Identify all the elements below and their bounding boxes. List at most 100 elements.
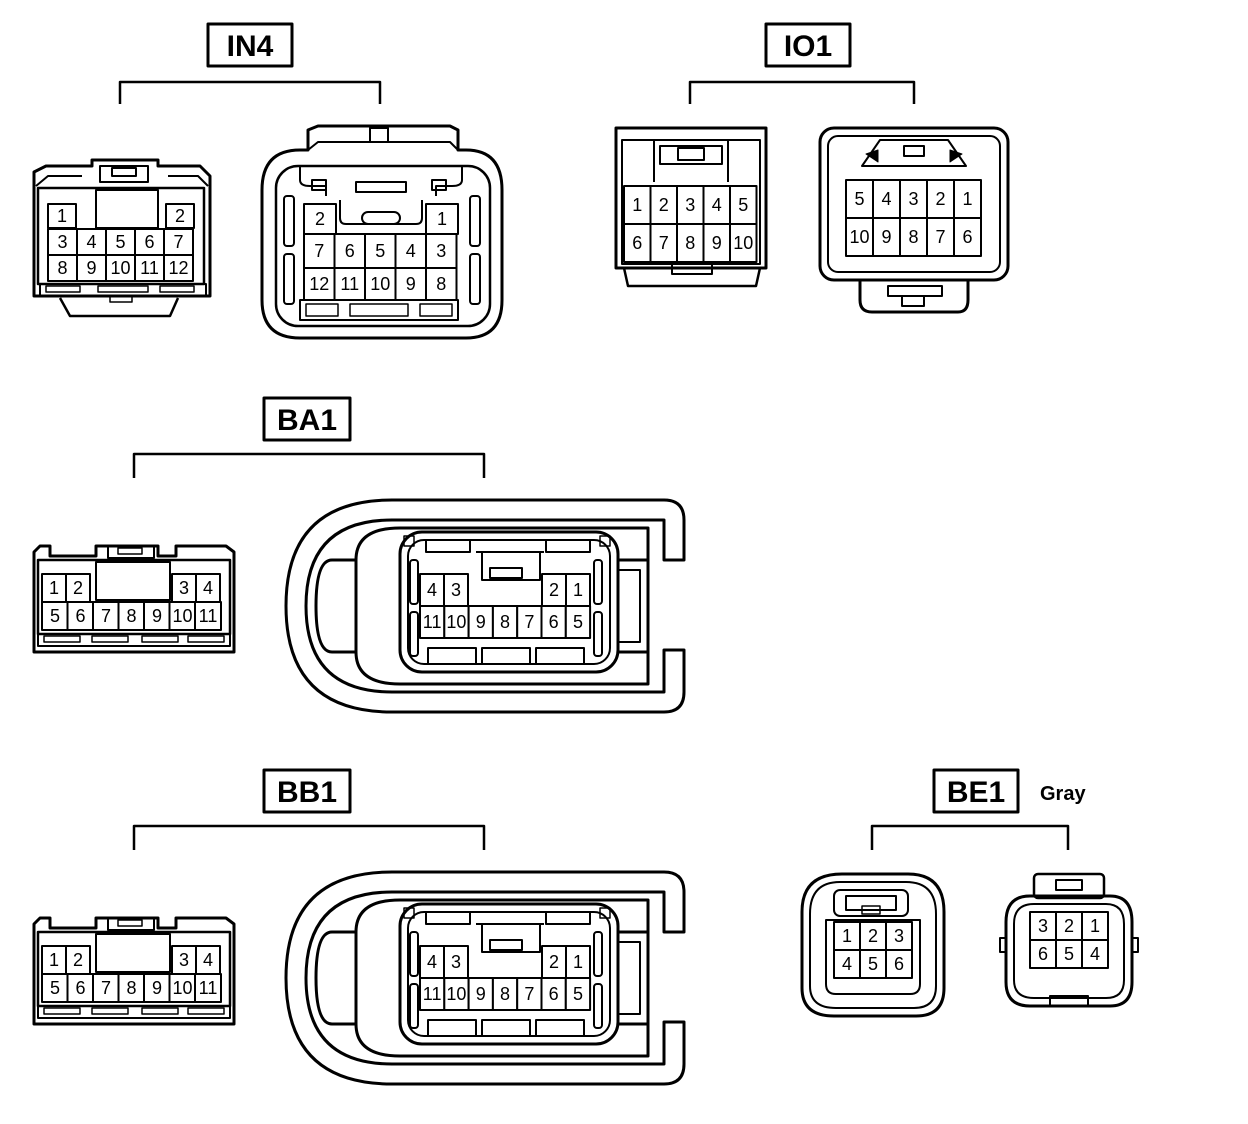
pin-cell bbox=[564, 977, 592, 1011]
in4-label: IN4 bbox=[227, 30, 274, 63]
pin-label-11: 11 bbox=[140, 258, 159, 278]
bb1-bracket bbox=[132, 824, 486, 850]
pin-cell bbox=[195, 573, 221, 603]
pin-label-4: 4 bbox=[86, 232, 96, 252]
pin-cell bbox=[649, 185, 678, 225]
pin-label-5: 5 bbox=[50, 606, 60, 626]
pin-label-1: 1 bbox=[962, 189, 972, 209]
pin-label-2: 2 bbox=[175, 206, 185, 226]
pin-label-5: 5 bbox=[50, 978, 60, 998]
pin-label-2: 2 bbox=[868, 926, 878, 946]
pin-label-7: 7 bbox=[101, 978, 111, 998]
pin-label-2: 2 bbox=[549, 580, 559, 600]
pin-label-5: 5 bbox=[1064, 944, 1074, 964]
pin-label-8: 8 bbox=[436, 274, 446, 294]
pin-label-10: 10 bbox=[733, 233, 753, 253]
pin-label-1: 1 bbox=[49, 578, 59, 598]
pin-label-2: 2 bbox=[549, 952, 559, 972]
pin-cell bbox=[105, 228, 136, 256]
pin-label-8: 8 bbox=[685, 233, 695, 253]
pin-cell bbox=[394, 267, 427, 301]
pin-label-7: 7 bbox=[173, 232, 183, 252]
pin-label-9: 9 bbox=[406, 274, 416, 294]
pin-label-6: 6 bbox=[75, 978, 85, 998]
pin-label-4: 4 bbox=[712, 195, 722, 215]
pin-label-3: 3 bbox=[685, 195, 695, 215]
pin-label-3: 3 bbox=[451, 580, 461, 600]
pin-label-3: 3 bbox=[451, 952, 461, 972]
pin-label-2: 2 bbox=[1064, 916, 1074, 936]
ba1-bracket bbox=[132, 452, 486, 478]
pin-cell bbox=[92, 973, 120, 1003]
pin-label-9: 9 bbox=[152, 606, 162, 626]
pin-cell bbox=[541, 945, 567, 979]
pin-label-7: 7 bbox=[935, 227, 945, 247]
io1-male-connector bbox=[818, 126, 1010, 314]
pin-cell bbox=[303, 203, 337, 235]
ba1-label: BA1 bbox=[277, 404, 337, 437]
pin-label-11: 11 bbox=[199, 978, 218, 998]
pin-cell bbox=[194, 601, 222, 631]
pin-label-4: 4 bbox=[1090, 944, 1100, 964]
pin-label-12: 12 bbox=[168, 258, 188, 278]
bb1-label-box bbox=[262, 768, 352, 814]
pin-label-1: 1 bbox=[632, 195, 642, 215]
pin-cell bbox=[885, 949, 913, 979]
pin-cell bbox=[885, 921, 913, 951]
pin-label-11: 11 bbox=[199, 606, 218, 626]
io1-female-connector bbox=[614, 126, 768, 288]
pin-cell bbox=[194, 973, 222, 1003]
pin-label-6: 6 bbox=[962, 227, 972, 247]
pin-cell bbox=[649, 223, 678, 263]
be1-male-connector bbox=[999, 872, 1139, 1008]
pin-cell bbox=[134, 228, 165, 256]
pin-label-3: 3 bbox=[179, 950, 189, 970]
pin-cell bbox=[163, 254, 194, 282]
pin-cell bbox=[168, 601, 197, 631]
pin-label-7: 7 bbox=[524, 612, 534, 632]
pin-cell bbox=[443, 945, 469, 979]
pin-label-10: 10 bbox=[172, 978, 192, 998]
pin-label-4: 4 bbox=[427, 952, 437, 972]
pin-label-9: 9 bbox=[712, 233, 722, 253]
in4-bracket bbox=[118, 80, 382, 104]
pin-cell bbox=[729, 223, 758, 263]
pin-label-6: 6 bbox=[549, 984, 559, 1004]
pin-label-12: 12 bbox=[309, 274, 329, 294]
pin-label-3: 3 bbox=[436, 241, 446, 261]
pin-cell bbox=[623, 223, 652, 263]
pin-label-4: 4 bbox=[203, 578, 213, 598]
pin-label-9: 9 bbox=[476, 984, 486, 1004]
pin-cell bbox=[1029, 939, 1057, 969]
pin-cell bbox=[443, 977, 470, 1011]
pin-label-4: 4 bbox=[427, 580, 437, 600]
pin-cell bbox=[491, 977, 519, 1011]
pin-label-1: 1 bbox=[842, 926, 852, 946]
be1-label: BE1 bbox=[947, 776, 1005, 809]
pin-label-7: 7 bbox=[659, 233, 669, 253]
pin-cell bbox=[540, 605, 567, 639]
pin-label-1: 1 bbox=[573, 952, 583, 972]
ba1-female-connector bbox=[32, 544, 236, 654]
pin-label-6: 6 bbox=[894, 954, 904, 974]
pin-cell bbox=[953, 217, 982, 257]
pin-label-9: 9 bbox=[881, 227, 891, 247]
pin-label-8: 8 bbox=[908, 227, 918, 247]
pin-label-10: 10 bbox=[370, 274, 390, 294]
pin-cell bbox=[41, 601, 69, 631]
io1-label-box bbox=[764, 22, 852, 68]
pin-cell bbox=[47, 203, 77, 229]
be1-color-note: Gray bbox=[1040, 783, 1086, 805]
pin-cell bbox=[333, 267, 366, 301]
